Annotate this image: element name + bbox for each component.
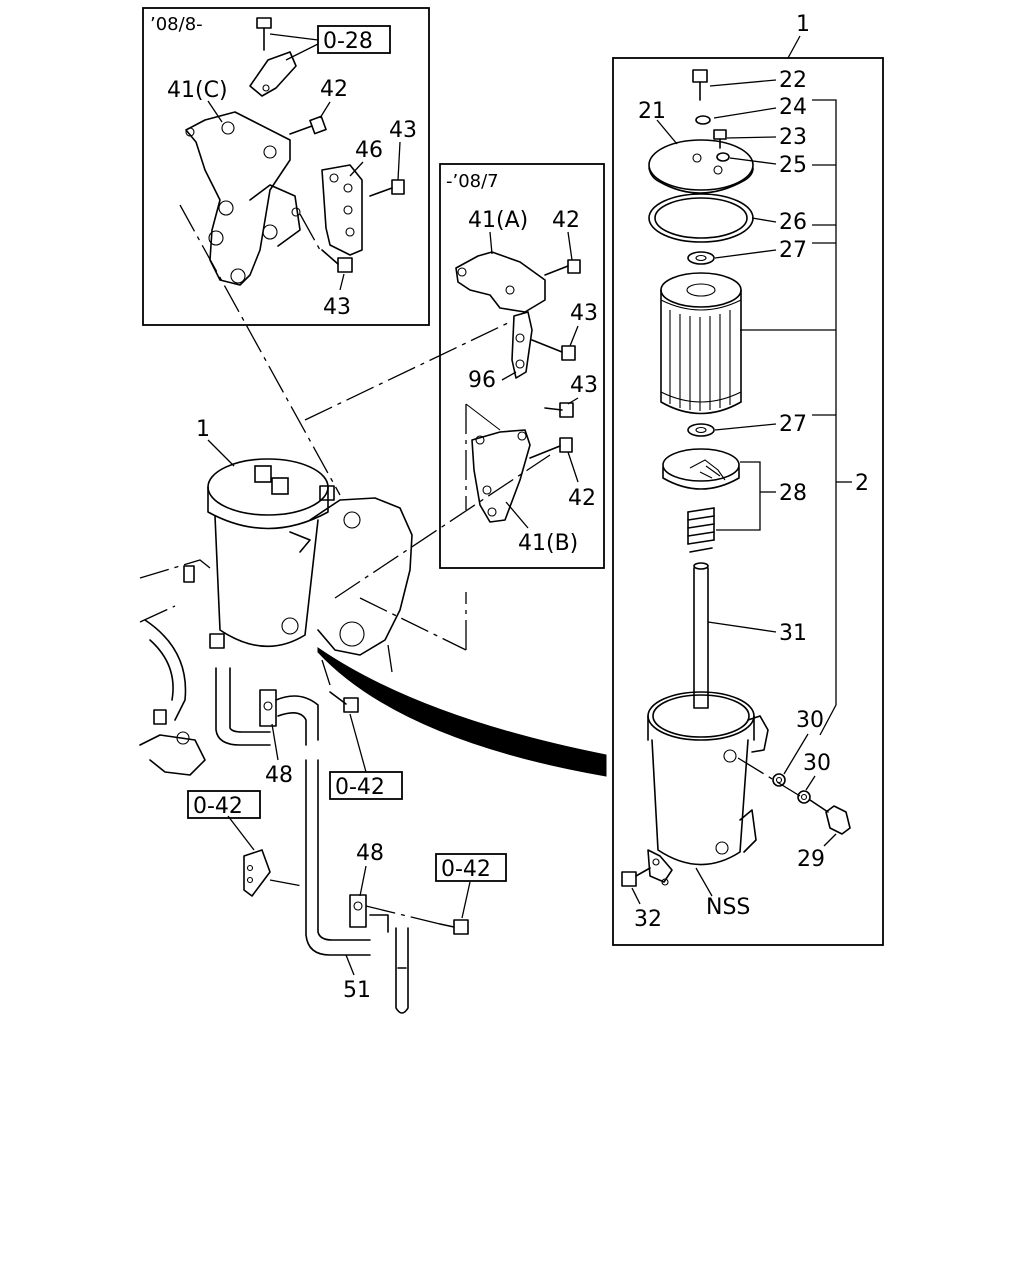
ref-box-0-42-left: 0-42 [187, 790, 261, 819]
bolt-23-drawing [713, 129, 727, 149]
washer-30-upper-drawing [772, 773, 786, 787]
callout-25: 25 [779, 153, 807, 178]
washer-27-upper-drawing [687, 251, 715, 265]
callout-51: 51 [343, 978, 371, 1003]
callout-23: 23 [779, 125, 807, 150]
exploded-view-frame [612, 57, 884, 946]
fuel-hose-drawing [215, 667, 409, 1014]
ref-0-42-left-text: 0-42 [193, 794, 243, 819]
ref-box-0-42-center: 0-42 [329, 771, 403, 800]
callout-24: 24 [779, 95, 807, 120]
callout-26: 26 [779, 210, 807, 235]
callout-22: 22 [779, 68, 807, 93]
callout-48-lower: 48 [356, 841, 384, 866]
inset-old-type: -’08/7 41(A) 42 43 96 43 [439, 163, 605, 569]
callout-1-main: 1 [196, 417, 210, 442]
plug-29-drawing [809, 799, 851, 835]
callout-28: 28 [779, 481, 807, 506]
callout-27-lower: 27 [779, 412, 807, 437]
callout-42-upper: 42 [320, 77, 348, 102]
filter-body-drawing [207, 458, 335, 649]
bracket-41a-drawing [455, 251, 546, 379]
washer-25-drawing [716, 152, 730, 162]
callout-46: 46 [355, 138, 383, 163]
ref-box-0-42-right: 0-42 [435, 853, 507, 882]
bolt-right-drawing [365, 905, 469, 935]
callout-42-old-lower: 42 [568, 486, 596, 511]
bracket-28 [716, 461, 761, 531]
callout-21: 21 [638, 99, 666, 124]
engine-outline-drawing [139, 497, 413, 776]
callout-32: 32 [634, 907, 662, 932]
callout-nss: NSS [706, 895, 750, 920]
spring-seat-28-drawing [662, 448, 740, 553]
bracket-clamp-drawing [249, 17, 297, 97]
bracket-41c-drawing [185, 111, 301, 286]
bolt-42-old-lower [529, 437, 573, 459]
bolt-42-old-upper [544, 259, 581, 276]
callout-43-upper: 43 [389, 118, 417, 143]
inset-new-type: ’08/8- 0-28 41(C) [142, 7, 430, 326]
callout-27-upper: 27 [779, 238, 807, 263]
bolt-center-drawing [329, 691, 359, 713]
filter-element-drawing [660, 272, 742, 415]
callout-43-old-lower: 43 [570, 373, 598, 398]
bolt-43-old-lower [544, 402, 574, 418]
callout-2-kit: 2 [855, 471, 869, 496]
callout-41b: 41(B) [518, 531, 578, 556]
bolt-32-drawing [621, 867, 651, 887]
pointer-to-exploded-view [317, 647, 607, 777]
inset-old-type-label: -’08/7 [446, 171, 499, 192]
kit-bracket-line [812, 99, 837, 736]
callout-30-lower: 30 [803, 751, 831, 776]
inset-new-type-label: ’08/8- [150, 14, 203, 35]
callout-96: 96 [468, 368, 496, 393]
inset-old-type-frame [439, 163, 605, 569]
cover-21-drawing [648, 139, 754, 194]
bolt-43-lower-drawing [299, 213, 353, 273]
center-rod-31-drawing [693, 562, 709, 709]
callout-43-lower: 43 [323, 295, 351, 320]
plate-46-drawing [321, 164, 363, 256]
callout-1-assembly: 1 [796, 12, 810, 37]
bolt-42-drawing [289, 115, 327, 135]
bolt-43-old-upper [531, 339, 576, 361]
ref-0-28-text: 0-28 [323, 29, 373, 54]
chain-lines [179, 204, 551, 651]
callout-48-upper: 48 [265, 763, 293, 788]
ref-0-42-right-text: 0-42 [441, 857, 491, 882]
ref-0-42-center-text: 0-42 [335, 775, 385, 800]
bracket-41b-drawing [465, 403, 531, 523]
callout-43-old-upper: 43 [570, 301, 598, 326]
filter-case-drawing [647, 691, 769, 886]
exploded-view: 1 2 22 24 21 [612, 12, 884, 946]
callout-42-old-upper: 42 [552, 208, 580, 233]
ref-box-0-28: 0-28 [317, 25, 391, 54]
washer-24-drawing [695, 115, 711, 125]
callout-30-upper: 30 [796, 708, 824, 733]
inset-new-type-frame [142, 7, 430, 326]
clip-left-drawing [243, 849, 303, 897]
callout-31: 31 [779, 621, 807, 646]
callout-41a: 41(A) [468, 208, 528, 233]
washer-27-lower-drawing [687, 423, 715, 437]
washer-30-lower-drawing [797, 790, 811, 804]
callout-41c: 41(C) [167, 78, 228, 103]
bolt-22-drawing [692, 69, 708, 101]
o-ring-26-drawing [648, 193, 754, 243]
main-assembly: 1 48 48 51 [139, 417, 607, 1014]
callout-29: 29 [797, 847, 825, 872]
bolt-43-upper-drawing [369, 179, 405, 197]
